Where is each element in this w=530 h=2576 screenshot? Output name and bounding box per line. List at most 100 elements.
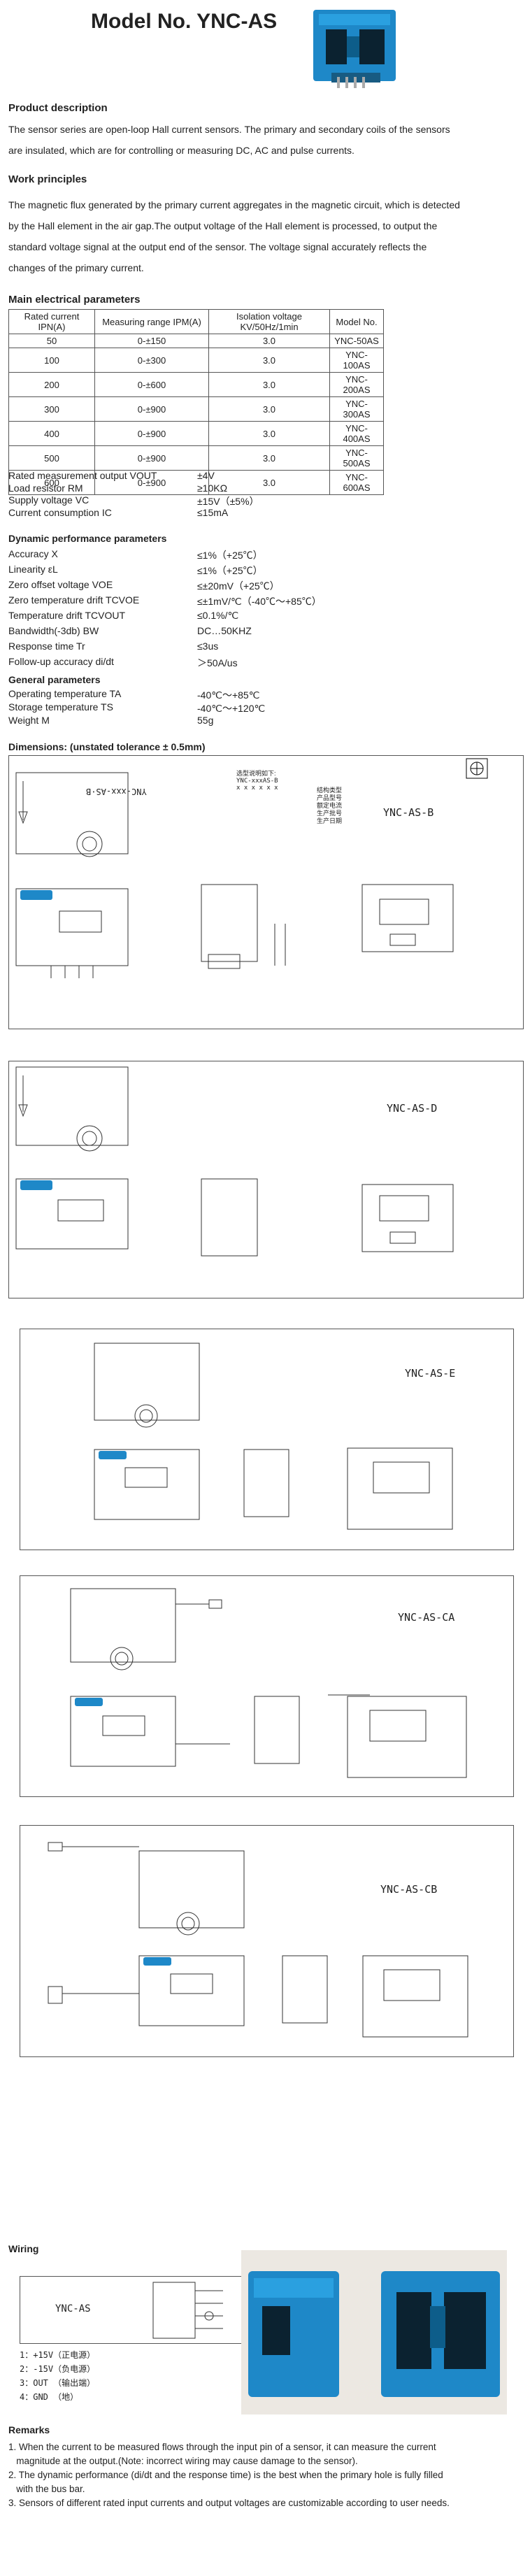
table-cell: YNC-400AS bbox=[329, 421, 384, 446]
table-cell: 50 bbox=[8, 334, 95, 348]
legend-title: 选型说明如下: bbox=[236, 770, 276, 777]
table-cell: 0-±300 bbox=[94, 348, 209, 373]
table-header-cell: Isolation voltage KV/50Hz/1min bbox=[208, 309, 330, 334]
param-value: ≤1%（+25℃） bbox=[197, 550, 263, 561]
table-cell: 0-±150 bbox=[94, 334, 209, 348]
drawing-model-label: YNC-AS-E bbox=[405, 1367, 456, 1380]
table-header-cell: Model No. bbox=[329, 309, 384, 334]
param-row: Follow-up accuracy di/dt＞50A/us bbox=[8, 656, 322, 671]
param-name: Temperature drift TCVOUT bbox=[8, 610, 126, 621]
table-cell: 0-±900 bbox=[94, 470, 209, 495]
param-row: Linearity εL ≤1%（+25℃） bbox=[8, 564, 322, 579]
wiring-heading: Wiring bbox=[8, 2243, 39, 2254]
remark-item: magnitude at the output.(Note: incorrect… bbox=[8, 2456, 358, 2466]
table-cell: 3.0 bbox=[208, 348, 330, 373]
param-row: Zero offset voltage VOE≤±20mV（+25℃） bbox=[8, 579, 322, 594]
param-row: Operating temperature TA -40℃～+85℃ bbox=[8, 688, 265, 701]
wiring-pin: 4：GND （地） bbox=[20, 2392, 79, 2402]
param-value: DC…50KHZ bbox=[197, 625, 252, 636]
table-cell: YNC-500AS bbox=[329, 445, 384, 471]
wiring-pin: 1：+15V（正电源） bbox=[20, 2350, 96, 2360]
product-description-line: are insulated, which are for controlling… bbox=[8, 145, 354, 156]
param-name: Linearity εL bbox=[8, 564, 58, 575]
param-row: Supply voltage VC ±15V（±5%） bbox=[8, 494, 259, 507]
dynamic-params: Accuracy X ≤1%（+25℃） Linearity εL ≤1%（+25℃… bbox=[8, 548, 322, 671]
work-principles-text: The magnetic flux generated by the prima… bbox=[8, 194, 522, 278]
table-cell: 0-±900 bbox=[94, 445, 209, 471]
param-name: Response time Tr bbox=[8, 641, 85, 652]
table-cell: 100 bbox=[8, 348, 95, 373]
table-cell: 200 bbox=[8, 372, 95, 397]
table-header-cell: Measuring range IPM(A) bbox=[94, 309, 209, 334]
table-cell: YNC-50AS bbox=[329, 334, 384, 348]
table-cell: 3.0 bbox=[208, 470, 330, 495]
main-params-extra: Rated measurement output VOUT±4V Load re… bbox=[8, 470, 259, 519]
product-description-text: The sensor series are open-loop Hall cur… bbox=[8, 119, 522, 161]
remark-item: 1. When the current to be measured flows… bbox=[8, 2442, 436, 2452]
general-heading: General parameters bbox=[8, 674, 101, 685]
param-row: Temperature drift TCVOUT≤0.1%/℃ bbox=[8, 610, 322, 625]
outline-drawing bbox=[94, 1343, 453, 1530]
param-row: Current consumption IC≤15mA bbox=[8, 507, 259, 520]
param-name: Weight M bbox=[8, 715, 50, 726]
param-row: Zero temperature drift TCVOE≤±1mV/℃（-40℃… bbox=[8, 594, 322, 610]
param-value: ≤15mA bbox=[197, 506, 229, 518]
wiring-pin-list: 1：+15V（正电源） 2：-15V（负电源） 3：OUT （输出端） 4：GN… bbox=[20, 2348, 95, 2404]
outline-drawing bbox=[15, 1066, 454, 1257]
param-row: Bandwidth(-3db) BW DC…50KHZ bbox=[8, 625, 322, 641]
legend-item: 结构类型 bbox=[317, 787, 343, 794]
param-row: Rated measurement output VOUT±4V bbox=[8, 470, 259, 482]
drawing-model-label: YNC-AS-CB bbox=[380, 1883, 438, 1896]
work-principles-line: changes of the primary current. bbox=[8, 262, 144, 273]
remark-item: with the bus bar. bbox=[8, 2484, 85, 2494]
drawing-ync-as-b: YNC-xxx-AS·B 选型说明如下: YNC-xxxAS-B x x x x… bbox=[8, 755, 524, 1029]
table-cell: 0-±600 bbox=[94, 372, 209, 397]
drawing-ync-as-d: YNC-AS-D bbox=[8, 1061, 524, 1298]
param-name: Accuracy X bbox=[8, 548, 58, 559]
param-value: ±15V（±5%） bbox=[197, 496, 259, 507]
legend-code-2: x x x x x x bbox=[236, 785, 278, 792]
outline-drawing bbox=[15, 758, 488, 978]
drawing-model-label: YNC-AS-CA bbox=[398, 1611, 455, 1624]
param-value: ≤1%（+25℃） bbox=[197, 565, 263, 576]
param-row: Response time Tr≤3us bbox=[8, 641, 322, 656]
param-name: Bandwidth(-3db) BW bbox=[8, 625, 99, 636]
table-cell: YNC-600AS bbox=[329, 470, 384, 495]
legend-items: 结构类型 产品型号 额定电流 生产批号 生产日期 bbox=[317, 787, 342, 825]
drawing-model-label: YNC-AS-D bbox=[387, 1102, 438, 1115]
product-description-heading: Product description bbox=[8, 102, 108, 114]
model-code-legend: 选型说明如下: YNC-xxxAS-B x x x x x x bbox=[236, 768, 278, 792]
param-name: Supply voltage VC bbox=[8, 494, 89, 506]
param-value: ≥10KΩ bbox=[197, 482, 228, 494]
remark-item: 3. Sensors of different rated input curr… bbox=[8, 2498, 450, 2508]
param-value: -40℃～+85℃ bbox=[197, 689, 260, 701]
table-cell: 0-±900 bbox=[94, 421, 209, 446]
param-row: Accuracy X ≤1%（+25℃） bbox=[8, 548, 322, 564]
drawing-model-label: YNC-AS-B bbox=[383, 806, 434, 819]
model-code-marking: YNC-xxx-AS·B bbox=[86, 787, 147, 796]
param-name: Zero offset voltage VOE bbox=[8, 579, 113, 590]
work-principles-line: standard voltage signal at the output en… bbox=[8, 241, 427, 252]
drawing-ync-as-cb: YNC-AS-CB bbox=[20, 1825, 514, 2057]
param-name: Operating temperature TA bbox=[8, 688, 122, 699]
main-params-table: Rated current IPN(A) Measuring range IPM… bbox=[8, 309, 384, 495]
table-cell: 500 bbox=[8, 445, 95, 471]
work-principles-line: by the Hall element in the air gap.The o… bbox=[8, 220, 438, 231]
table-cell: YNC-100AS bbox=[329, 348, 384, 373]
table-cell: 3.0 bbox=[208, 396, 330, 422]
param-row: Load resistor RM≥10KΩ bbox=[8, 482, 259, 495]
dimensions-heading: Dimensions: (unstated tolerance ± 0.5mm) bbox=[8, 741, 206, 752]
table-cell: YNC-300AS bbox=[329, 396, 384, 422]
product-photo bbox=[313, 10, 396, 88]
wiring-photo bbox=[241, 2250, 507, 2414]
param-name: Storage temperature TS bbox=[8, 701, 113, 713]
legend-code: YNC-xxxAS-B bbox=[236, 778, 278, 785]
wiring-pin: 2：-15V（负电源） bbox=[20, 2364, 96, 2374]
